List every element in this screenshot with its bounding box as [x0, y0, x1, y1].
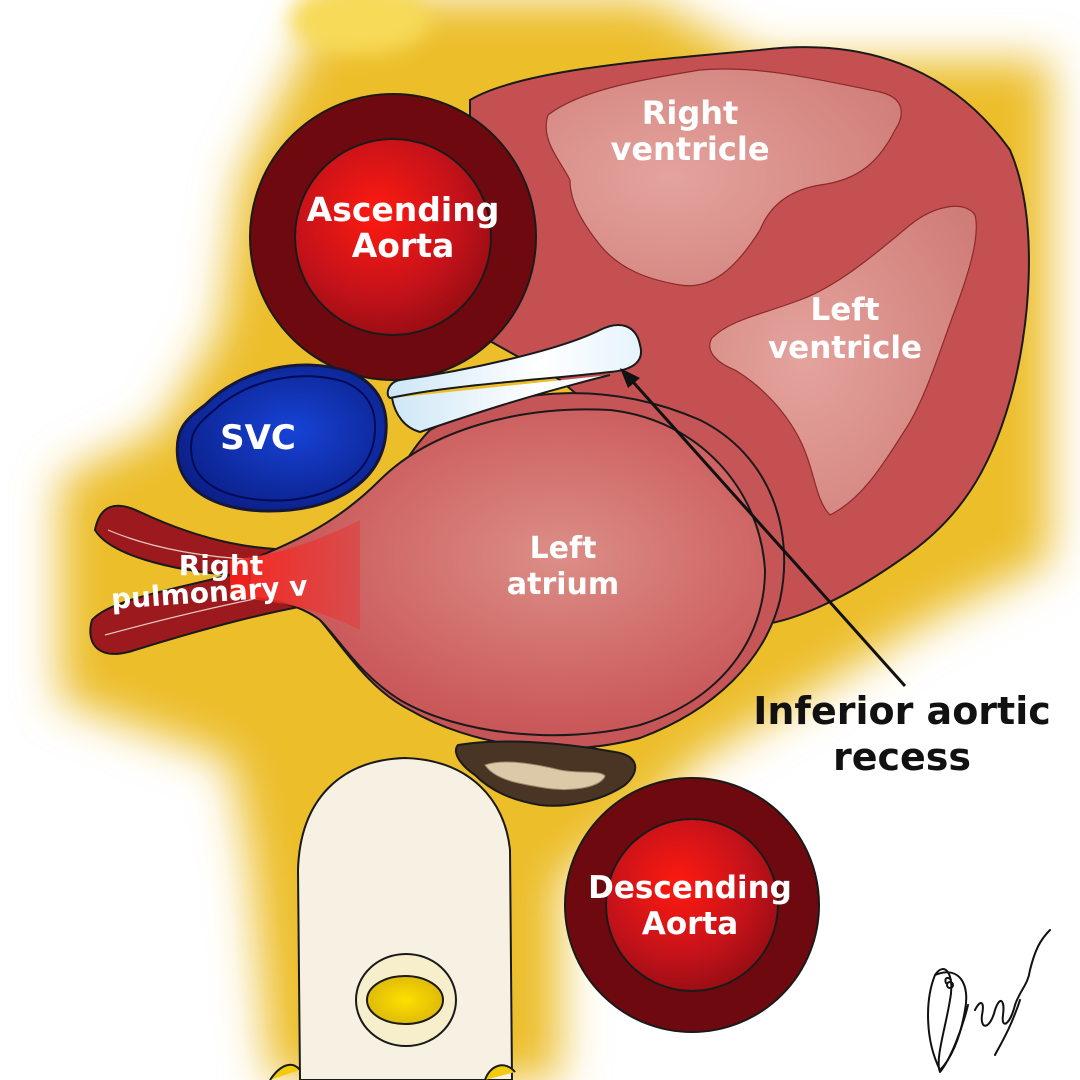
label-descending-aorta-line2: Aorta: [642, 906, 738, 942]
right-pulmonary-vein: [89, 504, 342, 655]
descending-aorta-lumen: [605, 818, 779, 992]
left-atrium-pv-inflow: [230, 520, 360, 630]
left-ventricle-cavity: [709, 205, 977, 516]
vertebral-arch-right: [484, 1064, 516, 1080]
vertebral-arch-left: [269, 1063, 301, 1080]
label-right-pulmonary-v-line1: Right: [179, 549, 264, 582]
label-left-ventricle-line1: Left: [810, 292, 879, 328]
label-svc: SVC: [220, 418, 296, 458]
label-ascending-aorta-line2: Aorta: [352, 226, 455, 265]
label-inferior-aortic-recess-line1: Inferior aortic: [753, 689, 1051, 733]
label-left-atrium-line2: atrium: [507, 567, 619, 602]
inferior-aortic-recess: [386, 324, 643, 434]
label-ascending-aorta-line1: Ascending: [307, 190, 500, 229]
svc-vessel: [175, 363, 388, 513]
label-left-ventricle-line2: ventricle: [768, 330, 922, 366]
glow-bright-spot: [290, 0, 430, 55]
left-atrium: [249, 408, 767, 737]
label-left-atrium-line1: Left: [530, 531, 597, 566]
vertebral-body: [296, 756, 514, 1080]
spinal-canal: [366, 975, 444, 1025]
ascending-aorta-lumen: [294, 138, 492, 336]
label-inferior-aortic-recess-line2: recess: [833, 735, 971, 779]
artist-signature: [927, 929, 1051, 1073]
esophagus-lumen: [484, 761, 606, 790]
label-right-ventricle-line1: Right: [642, 94, 739, 132]
label-right-ventricle-line2: ventricle: [610, 130, 769, 168]
svc-rim: [190, 375, 377, 502]
callout-arrow-line: [624, 373, 907, 687]
label-descending-aorta-line1: Descending: [588, 870, 792, 906]
right-ventricle-cavity: [545, 68, 902, 287]
callout-arrowhead: [620, 368, 640, 388]
